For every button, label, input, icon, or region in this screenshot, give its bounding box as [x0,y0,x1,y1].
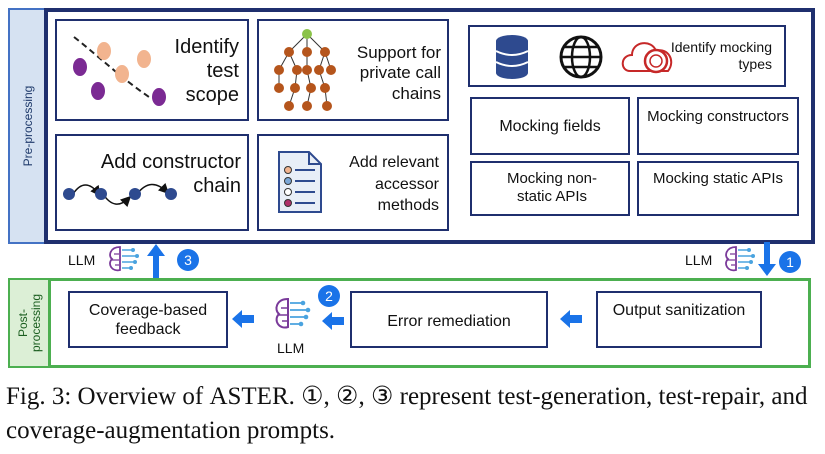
caption-prefix: Fig. 3: Overview of [6,383,210,410]
mocking-nonstatic-text: Mocking non-static APIs [506,170,598,205]
mocking-constructors-text: Mocking constructors [647,108,789,125]
mocking-static-text: Mocking static APIs [652,170,784,187]
coverage-feedback-box: Coverage-based feedback [68,291,228,348]
mocking-fields-box: Mocking fields [470,97,630,155]
llm-label-bottom: LLM [277,340,305,356]
brain-icon [725,246,755,272]
brain-icon [109,246,139,272]
badge-two: 2 [318,285,340,307]
document-list-icon [278,151,322,213]
identify-scope-box: Identify test scope [55,19,249,121]
error-remediation-text: Error remediation [387,313,511,330]
mocking-types-text: Identify mocking types [670,39,772,72]
llm-label-right: LLM [685,252,713,268]
postprocessing-side-panel: Post-processing [8,278,50,368]
error-remediation-box: Error remediation [350,291,548,348]
mocking-static-box: Mocking static APIs [637,161,799,216]
mocking-constructors-box: Mocking constructors [637,97,799,155]
private-chains-box: Support for private call chains [257,19,449,121]
coverage-feedback-text: Coverage-based feedback [88,302,208,339]
mocking-types-box: Identify mocking types [468,25,786,87]
badge-three: 3 [177,249,199,271]
up-arrow-icon [147,244,165,278]
left-arrow-icon [232,310,254,328]
llm-label-left: LLM [68,252,96,268]
database-icon [495,35,529,79]
accessor-methods-box: Add relevant accessor methods [257,134,449,231]
caption-system-name: ASTER [209,383,289,410]
accessor-methods-text: Add relevant accessor methods [349,154,439,215]
figure-caption: Fig. 3: Overview of ASTER. ①, ②, ③ repre… [6,380,821,448]
scatter-points-icon [73,36,166,106]
postprocessing-label: Post-processing [15,293,43,353]
output-sanitization-box: Output sanitization [596,291,762,348]
constructor-chain-text: Add constructor chain [100,151,241,197]
globe-icon [559,35,603,79]
identify-scope-text: Identify test scope [174,36,239,106]
output-sanitization-text: Output sanitization [612,302,746,319]
chain-nodes-icon [63,182,177,208]
left-arrow-icon [560,310,582,328]
badge-one: 1 [779,251,801,273]
cloud-api-icon [621,42,673,74]
down-arrow-icon [758,242,776,276]
left-arrow-icon [322,312,344,330]
call-tree-icon [274,29,336,111]
constructor-chain-box: Add constructor chain [55,134,249,231]
preprocessing-label: Pre-processing [21,85,35,167]
mocking-nonstatic-box: Mocking non-static APIs [470,161,630,216]
caption-rest: . ①, ②, ③ represent test-generation, tes… [6,383,808,444]
brain-icon [275,297,311,329]
preprocessing-side-panel: Pre-processing [8,8,46,244]
private-chains-text: Support for private call chains [356,43,441,103]
mocking-fields-text: Mocking fields [499,118,601,135]
